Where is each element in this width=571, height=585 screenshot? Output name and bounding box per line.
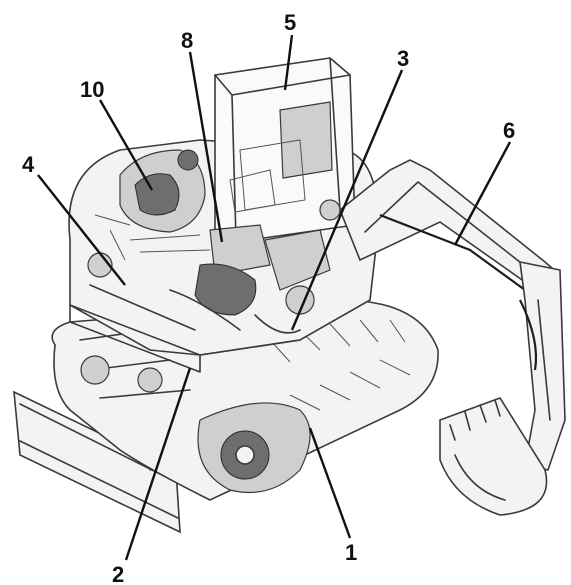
leader-line-10 (98, 99, 154, 191)
callout-label-3: 3 (397, 46, 409, 71)
callout-label-4: 4 (22, 152, 35, 177)
leader-line-6 (453, 141, 512, 246)
bucket (439, 397, 548, 516)
boom-arm (339, 159, 566, 471)
callout-label-5: 5 (284, 10, 296, 35)
leader-lines (37, 34, 512, 561)
callout-label-1: 1 (345, 540, 357, 565)
leader-line-3 (290, 69, 404, 331)
callout-labels: 1 2 3 4 5 6 8 10 (22, 10, 515, 585)
callout-label-2: 2 (112, 562, 124, 585)
leader-line-2 (124, 367, 192, 561)
callout-label-10: 10 (80, 77, 104, 102)
callout-label-6: 6 (503, 118, 515, 143)
leader-line-1 (308, 427, 352, 539)
callout-label-8: 8 (181, 28, 193, 53)
leader-line-5 (283, 34, 294, 91)
leader-line-4 (37, 174, 126, 286)
operator-canopy (214, 57, 356, 246)
leader-line-8 (188, 51, 224, 243)
